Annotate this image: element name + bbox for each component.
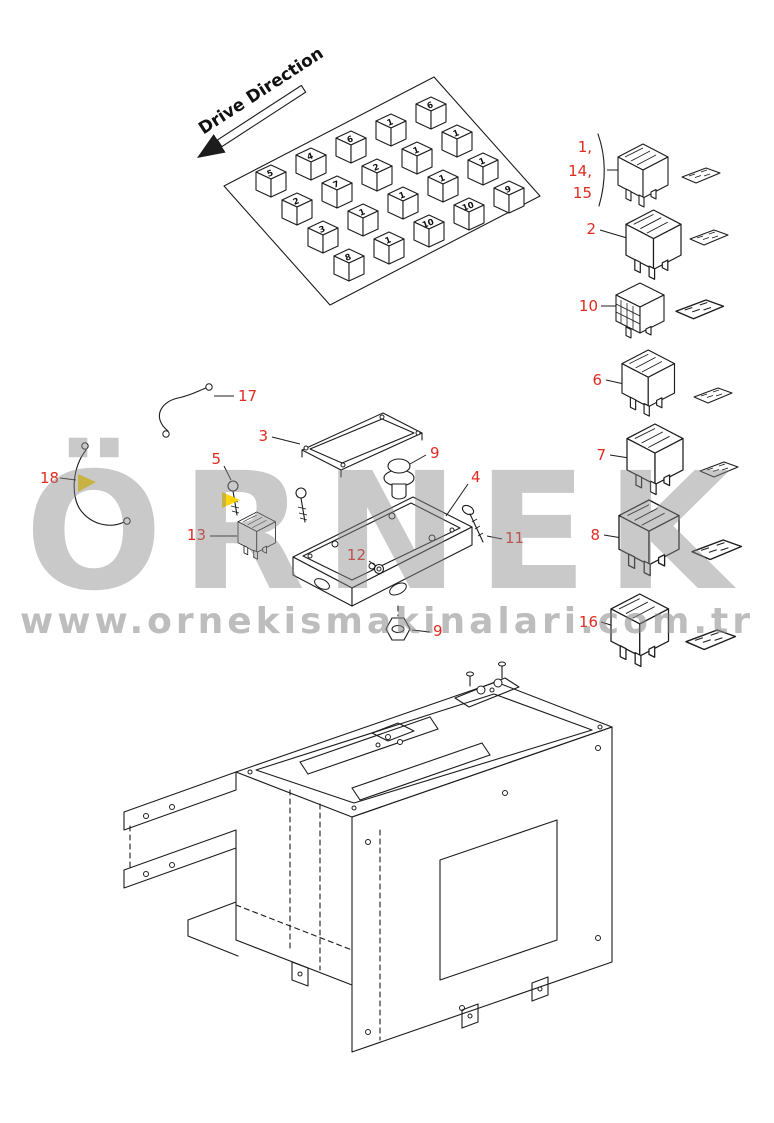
callout-2[interactable]: 2 xyxy=(586,220,596,238)
part-5-screws: 5 xyxy=(211,450,308,523)
svg-text:6: 6 xyxy=(346,134,355,145)
svg-text:8: 8 xyxy=(344,252,353,263)
svg-text:6: 6 xyxy=(426,100,435,111)
callout-14[interactable]: 14, xyxy=(568,162,592,180)
part-17-wire: 17 xyxy=(158,383,257,438)
part-3-frame: 3 xyxy=(258,412,423,478)
relay-item-6: 6 xyxy=(592,349,733,417)
part-18-wire: 18 xyxy=(40,442,131,526)
relay-item-2: 2 xyxy=(586,209,729,280)
svg-text:1: 1 xyxy=(384,235,393,246)
callout-10[interactable]: 10 xyxy=(579,297,598,315)
callout-12[interactable]: 12 xyxy=(347,546,366,564)
part-9-grommet: 9 xyxy=(383,444,440,500)
relay-item-16: 16 xyxy=(579,593,737,668)
part-4-mounting-plate: 4 xyxy=(292,468,481,607)
callout-7[interactable]: 7 xyxy=(596,446,606,464)
part-11-bolt: 11 xyxy=(461,504,524,547)
svg-text:1: 1 xyxy=(412,145,421,156)
drive-direction-arrow-icon xyxy=(197,134,226,158)
callout-3[interactable]: 3 xyxy=(258,427,268,445)
callout-6[interactable]: 6 xyxy=(592,371,602,389)
relay-panel: 5 4 6 1 6 2 7 2 1 1 3 1 1 1 1 8 1 10 10 … xyxy=(223,76,541,306)
callout-18[interactable]: 18 xyxy=(40,469,59,487)
svg-text:1: 1 xyxy=(452,128,461,139)
svg-text:2: 2 xyxy=(292,196,301,207)
callout-15[interactable]: 15 xyxy=(573,184,592,202)
svg-text:1: 1 xyxy=(478,156,487,167)
callout-17[interactable]: 17 xyxy=(238,387,257,405)
svg-text:1: 1 xyxy=(438,173,447,184)
callout-5[interactable]: 5 xyxy=(211,450,221,468)
relay-item-10: 10 xyxy=(579,282,725,339)
svg-text:10: 10 xyxy=(421,217,436,231)
drive-direction-label: Drive Direction xyxy=(195,43,327,138)
svg-text:4: 4 xyxy=(306,151,315,162)
svg-text:1: 1 xyxy=(398,190,407,201)
callout-16[interactable]: 16 xyxy=(579,613,598,631)
relay-item-7: 7 xyxy=(596,423,739,496)
callout-9-upper[interactable]: 9 xyxy=(430,444,440,462)
callout-8[interactable]: 8 xyxy=(590,526,600,544)
svg-text:9: 9 xyxy=(504,184,513,195)
svg-text:5: 5 xyxy=(266,168,275,179)
relay-item-1-14-15: 1, 14, 15 xyxy=(568,133,721,208)
chassis-frame xyxy=(123,661,613,1053)
callout-13[interactable]: 13 xyxy=(187,526,206,544)
callout-11[interactable]: 11 xyxy=(505,529,524,547)
callout-4[interactable]: 4 xyxy=(471,468,481,486)
svg-text:2: 2 xyxy=(372,162,381,173)
callout-9-lower[interactable]: 9 xyxy=(433,622,443,640)
part-12-nut: 12 xyxy=(347,546,385,575)
callout-1[interactable]: 1, xyxy=(578,138,592,156)
svg-text:3: 3 xyxy=(318,224,327,235)
part-13-relay: 13 xyxy=(187,511,276,560)
svg-text:1: 1 xyxy=(358,207,367,218)
highlight-mark xyxy=(78,474,96,492)
svg-text:7: 7 xyxy=(332,179,341,190)
highlight-mark xyxy=(222,492,240,508)
svg-text:10: 10 xyxy=(461,200,476,214)
svg-text:1: 1 xyxy=(386,117,395,128)
part-9-nut: 9 xyxy=(385,605,443,641)
relay-item-8: 8 xyxy=(590,499,743,577)
